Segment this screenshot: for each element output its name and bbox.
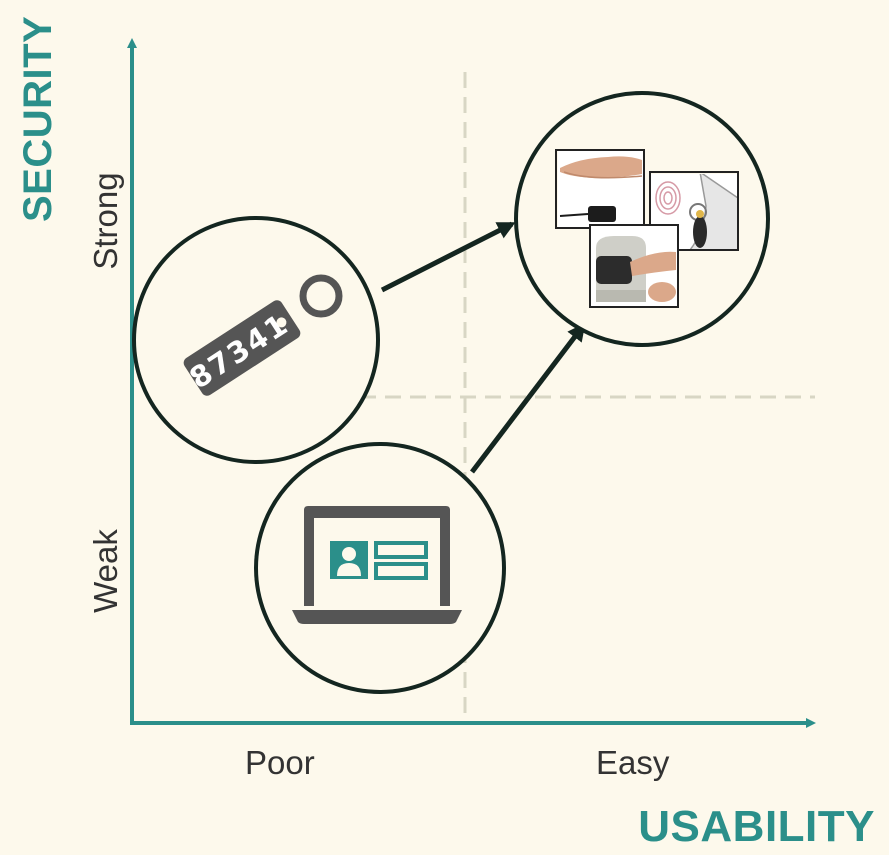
finger-scanner-photo <box>591 226 678 307</box>
x-tick-easy: Easy <box>596 744 670 781</box>
arrow-token-to-biometrics <box>380 221 516 293</box>
laptop-id-card-icon <box>292 506 462 624</box>
y-axis-title: SECURITY <box>16 15 60 222</box>
y-tick-strong: Strong <box>87 172 124 270</box>
token-node: 87341 <box>132 216 380 464</box>
y-tick-weak: Weak <box>87 529 124 613</box>
x-tick-poor: Poor <box>245 744 315 781</box>
arrow-password-to-biometrics <box>470 322 586 474</box>
x-axis-title: USABILITY <box>638 802 875 851</box>
palm-scanner-photo <box>558 150 644 228</box>
biometrics-node <box>514 91 770 347</box>
password-node <box>254 442 506 694</box>
